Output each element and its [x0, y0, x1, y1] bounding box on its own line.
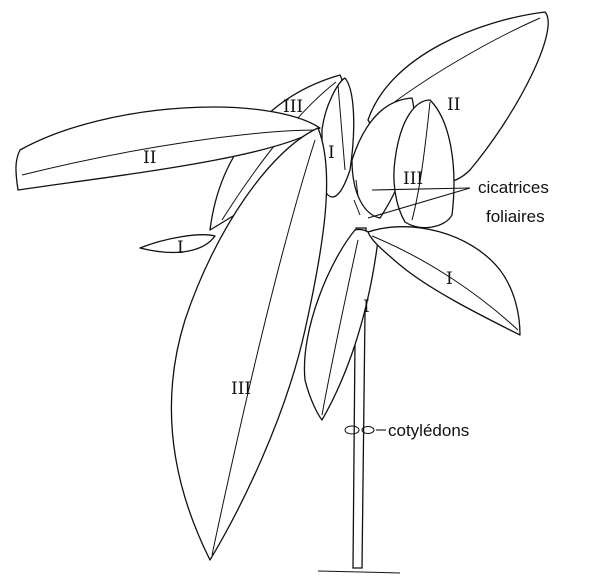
- label-cotyledons: cotylédons: [388, 421, 469, 440]
- marker-lower-middle: I: [363, 297, 370, 317]
- marker-long-left: II: [143, 148, 156, 168]
- marker-upper-middle: III: [283, 97, 303, 117]
- marker-apex-bud: I: [328, 143, 335, 163]
- label-leaf-scars-line1: cicatrices: [478, 178, 549, 197]
- marker-right-curled: III: [403, 169, 423, 189]
- leaf-lower-right-i: [368, 227, 520, 335]
- leaf-large-lower-iii: [171, 128, 326, 560]
- marker-lower-right: I: [446, 269, 453, 289]
- marker-large-lower: III: [231, 379, 251, 399]
- marker-small-left: I: [177, 238, 184, 258]
- label-leaf-scars-line2: foliaires: [486, 207, 545, 226]
- marker-upper-right: II: [447, 95, 460, 115]
